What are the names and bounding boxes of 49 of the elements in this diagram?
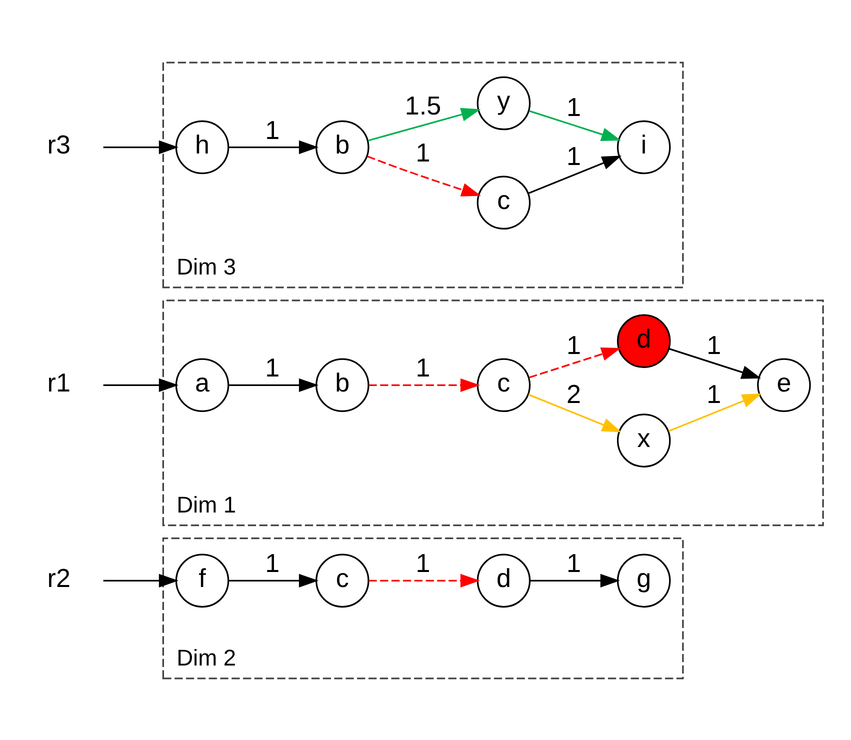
edge-label: 1 — [416, 137, 430, 168]
node-circle: y — [476, 76, 531, 130]
edge-label: 1 — [416, 548, 430, 578]
edge-label: 1 — [706, 329, 722, 360]
edge-label: 1 — [566, 548, 582, 578]
edge-label: 1 — [566, 329, 582, 360]
edge-label: 1 — [265, 548, 280, 578]
arrow — [103, 378, 178, 392]
arrow — [528, 110, 621, 140]
node-text: r3 — [47, 128, 70, 159]
node-circle: f — [175, 553, 230, 608]
edge-label: 1 — [416, 352, 430, 382]
node-circle: d — [476, 553, 531, 608]
node-circle: e — [757, 358, 811, 412]
node-circle: x — [616, 413, 671, 467]
arrow — [367, 155, 482, 196]
arrow — [530, 573, 620, 588]
arrow — [228, 378, 319, 392]
arrow — [228, 140, 319, 154]
node-circle: c — [476, 358, 531, 412]
arrow — [228, 573, 319, 588]
arrow — [368, 107, 481, 141]
node-circle: i — [616, 120, 671, 174]
arrow — [528, 346, 621, 378]
node-circle: h — [175, 120, 230, 174]
node-circle: g — [616, 553, 671, 608]
arrow — [103, 573, 178, 588]
node-circle: b — [316, 120, 370, 174]
node-text: r1 — [47, 366, 70, 397]
arrow — [103, 140, 178, 154]
edge-label: 2 — [566, 378, 582, 408]
arrow — [669, 348, 762, 378]
arrow — [368, 573, 480, 588]
node-circle: d — [616, 314, 671, 368]
arrow — [528, 393, 622, 432]
edge-label: 1 — [706, 378, 722, 408]
node-circle: a — [175, 358, 230, 412]
edge-label: 1 — [265, 114, 280, 144]
node-circle: b — [316, 358, 370, 412]
edge-label: 1 — [566, 91, 582, 122]
edge-label: 1 — [265, 352, 280, 382]
arrow — [368, 378, 480, 392]
node-text: r2 — [47, 562, 70, 592]
arrow — [528, 155, 622, 194]
node-circle: c — [316, 553, 370, 608]
edge-label: 1 — [566, 140, 582, 170]
node-circle: c — [476, 175, 531, 230]
arrow — [668, 393, 762, 432]
edge-label: 1.5 — [404, 90, 442, 120]
